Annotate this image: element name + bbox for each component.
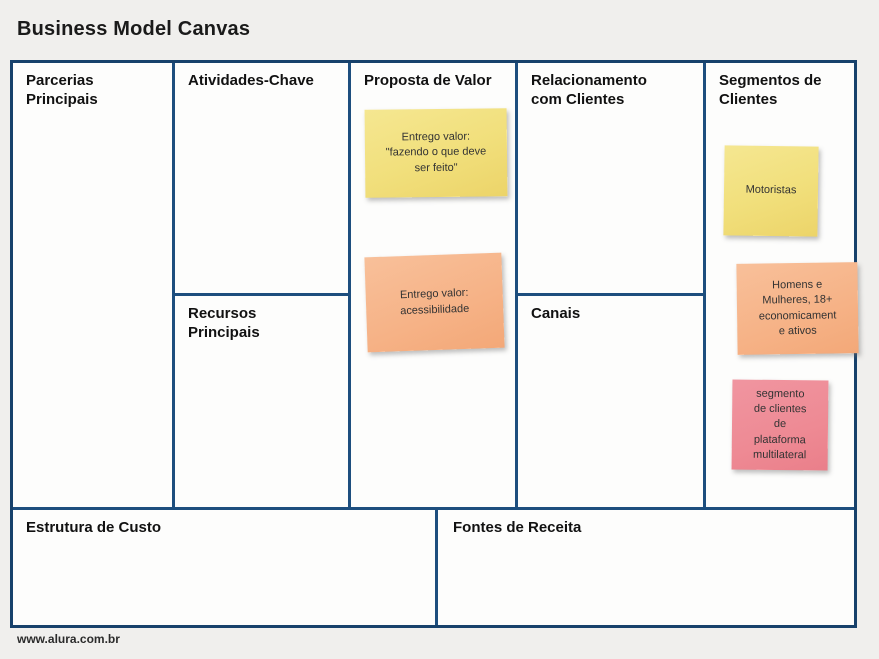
sticky-note-text: segmento de clientes de plataforma multi… — [753, 387, 807, 462]
sticky-note-entrego-valor-fazendo[interactable]: Entrego valor: "fazendo o que deve ser f… — [364, 108, 508, 198]
section-label: Fontes de Receita — [453, 519, 582, 536]
section-label: Parcerias Principais — [26, 72, 98, 108]
divider-recursos — [172, 293, 351, 296]
divider-col-1 — [172, 63, 175, 510]
section-canais: Canais — [518, 296, 703, 507]
sticky-note-homens-mulheres[interactable]: Homens e Mulheres, 18+ economicament e a… — [736, 262, 859, 355]
section-recursos-principais: Recursos Principais — [175, 296, 348, 507]
sticky-note-segmento-plataforma[interactable]: segmento de clientes de plataforma multi… — [731, 379, 829, 471]
divider-canais — [515, 293, 706, 296]
divider-custo-receita — [435, 510, 438, 625]
sticky-note-text: Entrego valor: "fazendo o que deve ser f… — [385, 130, 487, 174]
section-segmentos-de-clientes: Segmentos de Clientes — [706, 63, 854, 507]
sticky-note-motoristas[interactable]: Motoristas — [723, 145, 819, 237]
section-label: Atividades-Chave — [188, 72, 314, 89]
sticky-note-entrego-valor-acessibilidade[interactable]: Entrego valor: acessibilidade — [364, 252, 505, 353]
section-label: Canais — [531, 305, 581, 322]
section-label: Segmentos de Clientes — [719, 72, 822, 108]
sticky-note-text: Entrego valor: acessibilidade — [399, 286, 470, 317]
section-label: Recursos Principais — [188, 305, 260, 341]
divider-col-4 — [703, 63, 706, 510]
section-label: Proposta de Valor — [364, 72, 492, 89]
divider-bottom-row — [13, 507, 854, 510]
sticky-note-text: Motoristas — [745, 183, 797, 197]
page-title: Business Model Canvas — [17, 18, 251, 40]
section-atividades-chave: Atividades-Chave — [175, 63, 348, 293]
section-proposta-de-valor: Proposta de Valor — [351, 63, 515, 507]
section-fontes-de-receita: Fontes de Receita — [438, 510, 854, 625]
section-label: Relacionamento com Clientes — [531, 72, 647, 108]
divider-col-3 — [515, 63, 518, 510]
footer-url: www.alura.com.br — [17, 632, 120, 646]
section-estrutura-de-custo: Estrutura de Custo — [13, 510, 435, 625]
section-parcerias-principais: Parcerias Principais — [13, 63, 172, 507]
section-relacionamento-com-clientes: Relacionamento com Clientes — [518, 63, 703, 293]
divider-col-2 — [348, 63, 351, 510]
section-label: Estrutura de Custo — [26, 519, 162, 536]
sticky-note-text: Homens e Mulheres, 18+ economicament e a… — [758, 278, 837, 338]
